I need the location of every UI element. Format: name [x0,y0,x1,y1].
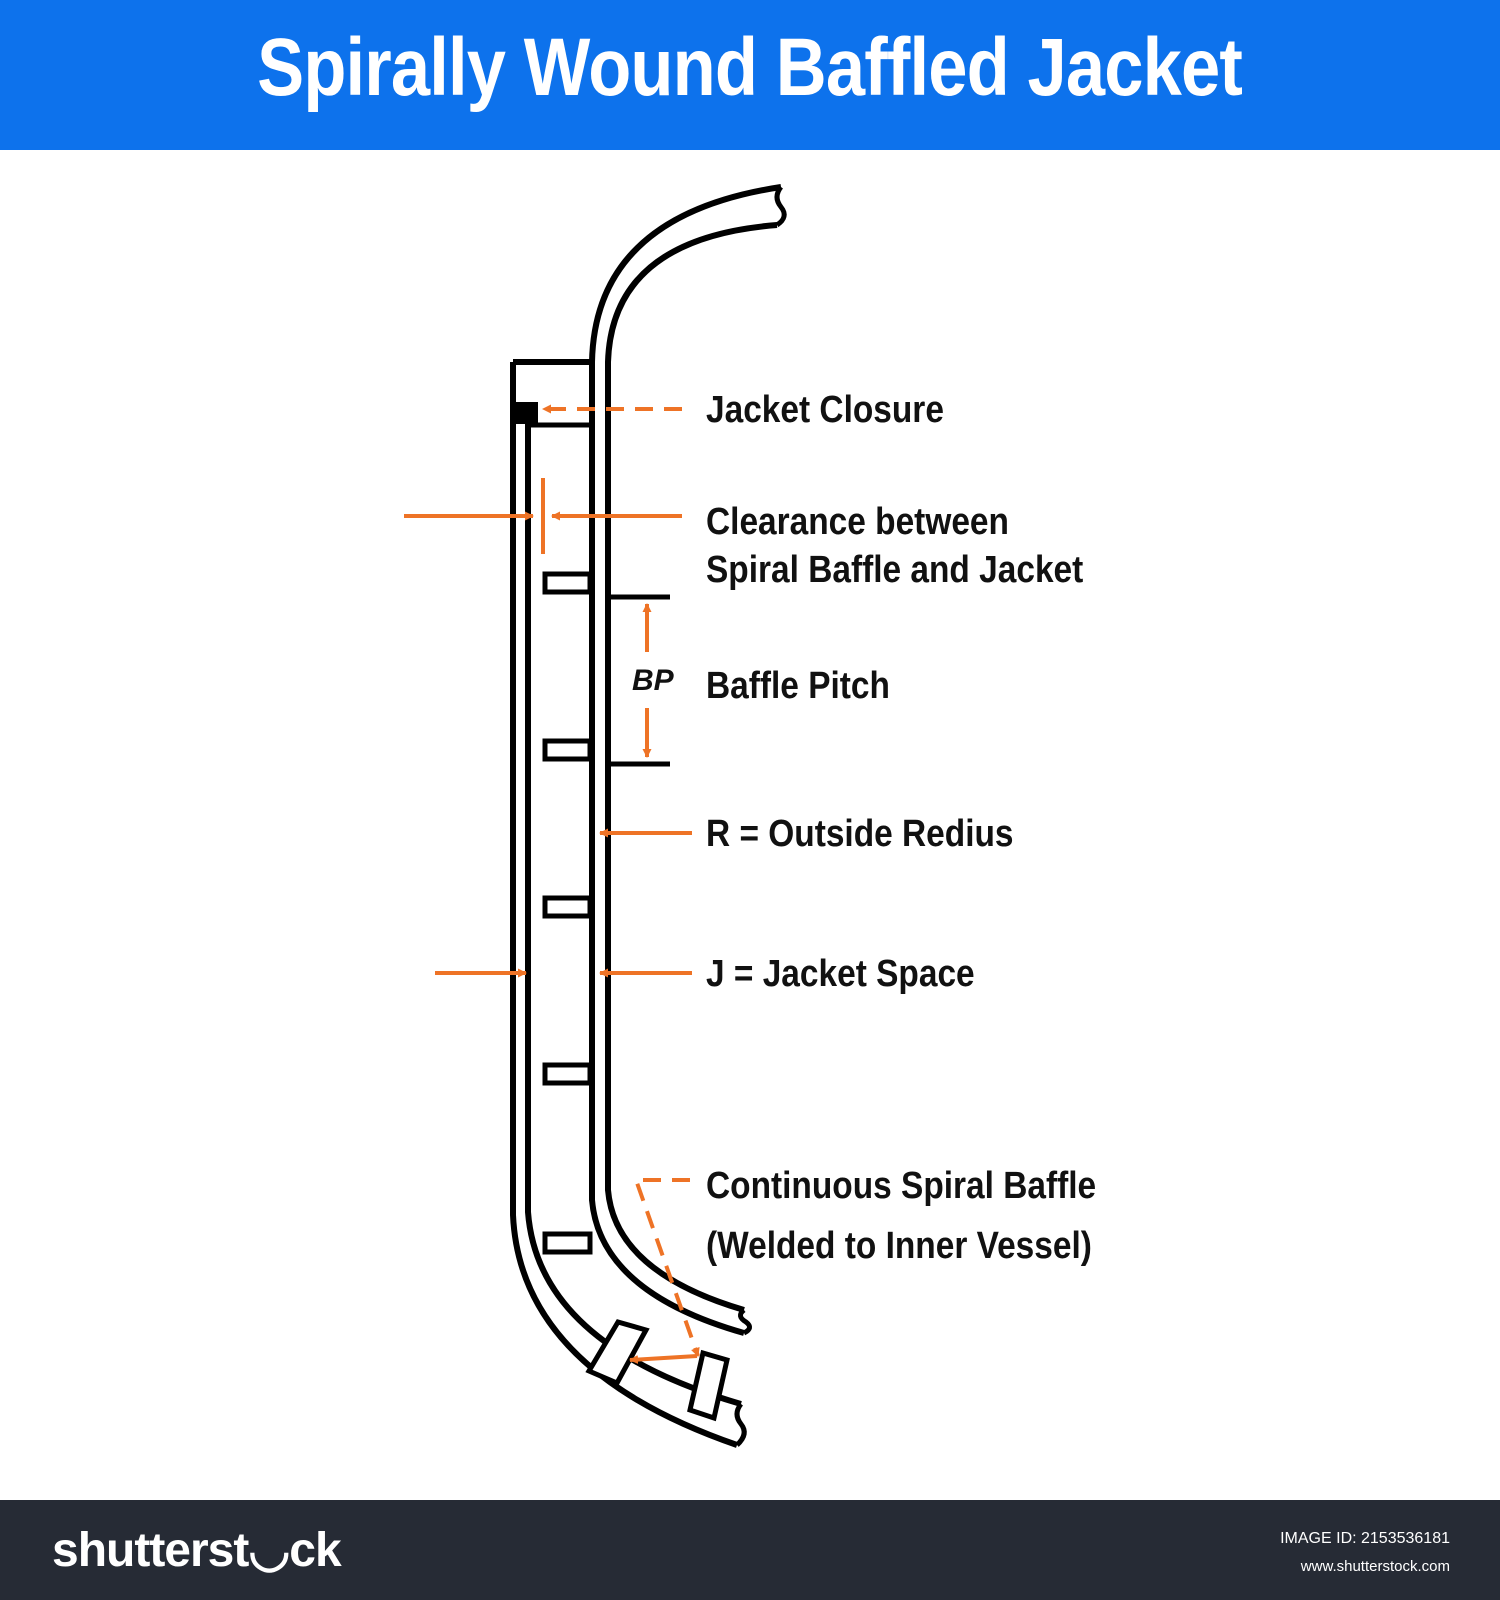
spiral-baffle-label-line1: Continuous Spiral Baffle [706,1165,1097,1207]
clearance-label-line1: Clearance between [706,501,1009,543]
jacket-wall-outer-line [589,184,782,1336]
baffle-pitch-label: Baffle Pitch [706,665,890,707]
curved-baffle-spacing-arrow [629,1354,698,1365]
bp-label: BP [632,664,674,697]
jacket-bottom-break [738,1308,752,1336]
jacket-closure-label: Jacket Closure [706,389,944,431]
image-id: IMAGE ID: 2153536181 [1280,1530,1450,1547]
brand-logo: shutterst◡ck [52,1524,342,1577]
spiral-baffle [542,738,593,762]
site-url: www.shutterstock.com [1300,1558,1450,1575]
spiral-baffle-leader [633,1178,700,1357]
spiral-baffle [542,895,593,919]
outside-radius-label: R = Outside Redius [706,813,1014,855]
page-title: Spirally Wound Baffled Jacket [257,22,1244,113]
curved-baffle [687,1349,730,1422]
jacket-space-label: J = Jacket Space [706,953,975,995]
spiral-baffle [542,571,593,595]
outer-wall-outer-line [510,362,738,1448]
spiral-baffle [542,1062,593,1086]
jacket-top-break [774,185,787,228]
spiral-baffle [542,1231,593,1255]
jacket-diagram [404,184,787,1448]
spiral-baffle-label-line2: (Welded to Inner Vessel) [706,1225,1092,1267]
outer-wall-inner-line [525,412,742,1407]
title-bar: Spirally Wound Baffled Jacket [0,0,1500,150]
curved-baffle [585,1319,650,1387]
vessel-bottom-break [734,1402,747,1447]
clearance-label-line2: Spiral Baffle and Jacket [706,549,1084,591]
closure-weld [516,402,538,424]
footer-bar: shutterst◡ck IMAGE ID: 2153536181 www.sh… [0,1500,1500,1600]
